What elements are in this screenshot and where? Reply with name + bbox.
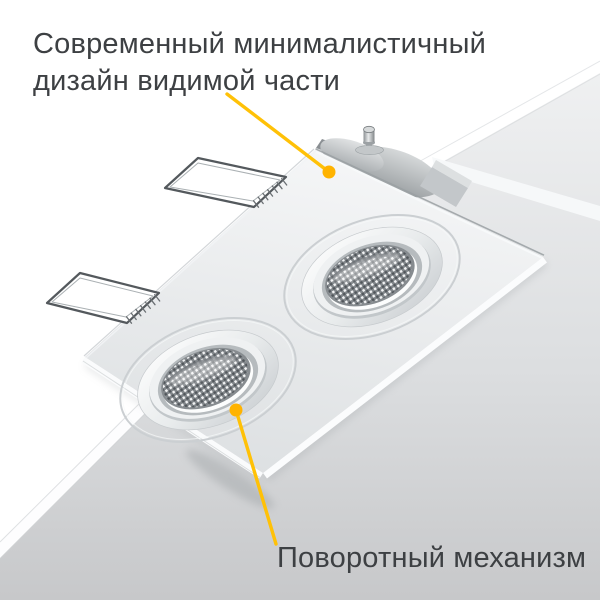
engraved-circle — [283, 214, 461, 340]
callout-design — [225, 92, 336, 179]
spotlight-lower — [119, 317, 297, 443]
bracket-spring-coil — [125, 293, 161, 324]
ceiling-edge-highlight-bottom — [0, 394, 154, 560]
spotlight-upper — [283, 214, 461, 340]
callout-dot-design — [322, 165, 336, 179]
engraved-circle — [119, 317, 297, 443]
holder-side-body — [420, 167, 468, 207]
panel-corner-shadow — [186, 449, 274, 509]
callout-design-label: Современный минималистичный дизайн видим… — [33, 28, 495, 97]
leader-line-mechanism — [234, 408, 278, 546]
panel-top-seam — [315, 148, 545, 256]
holder-pin-cap — [363, 125, 375, 134]
mounting-bracket-upper — [163, 156, 288, 209]
panel-edge-bottom-right — [263, 257, 547, 479]
callout-mechanism-label: Поворотный механизм — [277, 542, 587, 574]
ceiling-cutout-band — [432, 157, 600, 221]
mounting-bracket-lower — [45, 271, 161, 325]
panel-edge-top — [315, 150, 543, 259]
bracket-spring-coil — [252, 177, 288, 208]
holder-disc — [355, 145, 384, 155]
callout-dot-mechanism — [229, 403, 243, 417]
leader-line-design — [225, 92, 331, 174]
callout-mechanism — [229, 403, 278, 546]
